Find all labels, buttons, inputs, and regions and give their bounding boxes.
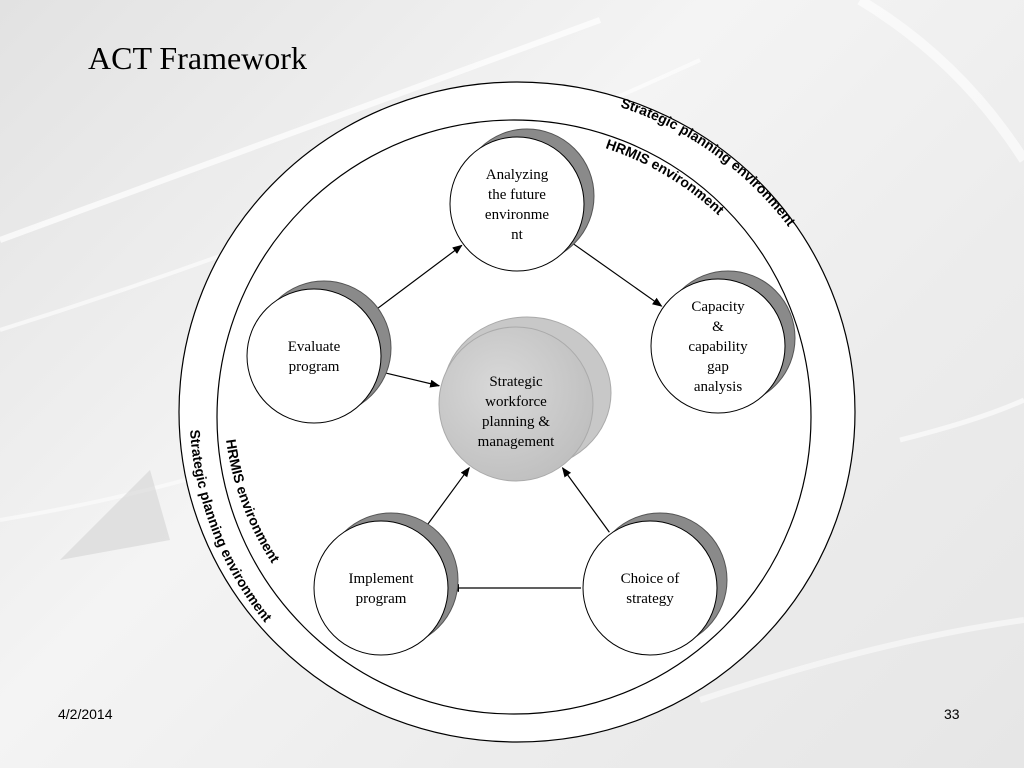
node-analyze-circle: [449, 136, 585, 272]
edge-implement-to-center: [421, 466, 470, 533]
node-evaluate-circle: [246, 288, 382, 424]
node-choice-circle: [582, 520, 718, 656]
edge-analyze-to-gap: [573, 243, 663, 307]
edge-layer: [368, 243, 663, 592]
edge-evaluate-to-center: [380, 371, 441, 388]
edge-choice-to-center: [561, 467, 610, 533]
node-gap-circle: [650, 278, 786, 414]
footer-date: 4/2/2014: [58, 706, 113, 722]
edge-evaluate-to-analyze: [368, 244, 463, 316]
node-implement-circle: [313, 520, 449, 656]
page-number: 33: [944, 706, 960, 722]
slide-title: ACT Framework: [88, 40, 307, 76]
